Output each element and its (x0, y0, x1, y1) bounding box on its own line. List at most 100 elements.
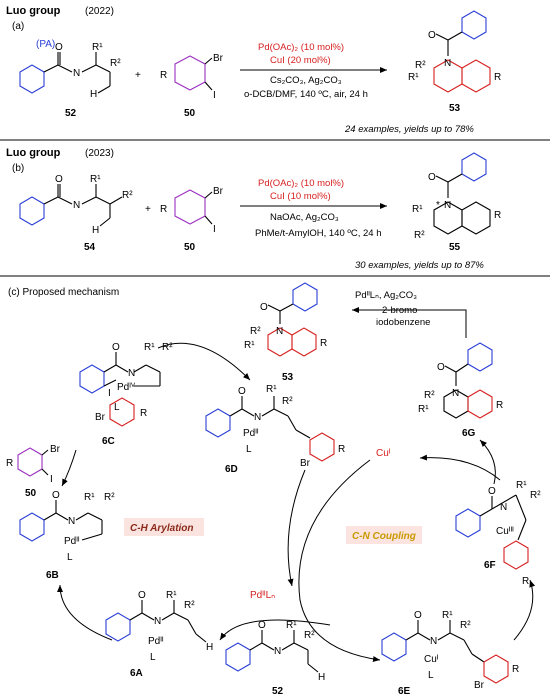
mech-52-r2: R² (304, 630, 315, 641)
reactant-54-structure (19, 184, 123, 227)
mech-6E-L: L (428, 670, 434, 681)
plus-b: + (145, 204, 151, 215)
arrow-6C-to-6D (157, 342, 251, 381)
section-b-tag: (b) (12, 163, 24, 174)
mech-6C-r2: R² (162, 342, 173, 353)
mech-6E-structure (381, 620, 509, 684)
amide-N-54: N (73, 200, 80, 211)
cu-i-species: Cuᴵ (376, 448, 391, 459)
mech-6D-r: R (338, 444, 345, 455)
r-50-b: R (160, 204, 167, 215)
cn-coupling-label: C-N Coupling (352, 531, 416, 542)
carbonyl-O-54: O (55, 174, 63, 185)
mech-6G-N: N (452, 388, 459, 399)
arrow-cu-to-6E (298, 459, 381, 662)
i-a: I (213, 90, 216, 101)
mech-6D-br: Br (300, 458, 311, 469)
cmpd-53-label: 53 (449, 103, 461, 114)
cond-b-solvent: PhMe/t-AmylOH, 140 ºC, 24 h (255, 228, 382, 239)
mech-52-N: N (274, 646, 281, 657)
r-53: R (494, 72, 501, 83)
mech-6G-O: O (437, 362, 445, 373)
mech-6D-r1: R¹ (266, 384, 277, 395)
ring-N-55: N (444, 200, 451, 211)
cond-b-catalyst: Pd(OAc)₂ (10 mol%) (258, 178, 344, 189)
r-55: R (494, 210, 501, 221)
mech-52-structure (225, 630, 319, 673)
arrow-6E-to-6F (513, 579, 536, 641)
mech-6A-label: 6A (130, 668, 143, 679)
section-a-year: (2022) (85, 6, 114, 17)
mech-6F-O: O (488, 486, 496, 497)
top-reagent-3: iodobenzene (376, 317, 430, 328)
mech-6F-r2: R² (530, 490, 541, 501)
cmpd-54-label: 54 (84, 242, 96, 253)
mech-6B-r1: R¹ (84, 492, 95, 503)
mech-6F-N: N (500, 502, 507, 513)
mech-6C-r: R (140, 408, 147, 419)
cond-a-catalyst: Pd(OAc)₂ (10 mol%) (258, 42, 344, 53)
mech-6B-structure (19, 500, 103, 542)
product-55-structure (433, 152, 491, 235)
mech-53-r1: R¹ (244, 340, 255, 351)
mech-6F-structure (455, 494, 529, 570)
ch-arylation-bg (124, 518, 204, 536)
mech-52-r1: R¹ (286, 620, 297, 631)
scope-a: 24 examples, yields up to 78% (344, 124, 474, 135)
mech-6E-O: O (414, 610, 422, 621)
mech-6B-N: N (68, 516, 75, 527)
mech-6D-structure (205, 396, 335, 462)
mech-6E-cu: Cuᴵ (424, 654, 439, 665)
mech-6C-pd: Pdᴵⱽ (117, 382, 136, 393)
amide-N-a: N (73, 68, 80, 79)
scope-b: 30 examples, yields up to 87% (355, 260, 484, 271)
r1-55: R¹ (412, 204, 423, 215)
cmpd-50-label-a: 50 (184, 108, 196, 119)
mech-6D-r2: R² (282, 396, 293, 407)
mech-6C-r1: R¹ (144, 342, 155, 353)
mech-6A-H: H (206, 642, 213, 653)
mech-6A-structure (105, 600, 207, 643)
mech-52-O: O (258, 620, 266, 631)
carbonyl-O-55: O (428, 172, 436, 183)
mech-6A-N: N (154, 616, 161, 627)
mech-6G-label: 6G (462, 428, 476, 439)
mechanism-title: (c) Proposed mechanism (8, 287, 119, 298)
mech-50-r: R (6, 458, 13, 469)
r2-a: R² (110, 58, 121, 69)
mech-6B-label: 6B (46, 570, 59, 581)
mech-6G-r: R (496, 400, 503, 411)
mech-50-structure (17, 447, 49, 477)
mech-6A-pd: Pdᴵᴵ (148, 636, 164, 647)
cond-a-base: Cs₂CO₃, Ag₂CO₃ (270, 75, 342, 86)
mech-6D-N: N (254, 412, 261, 423)
mech-6E-br: Br (474, 680, 485, 691)
pd-ii-species: PdᴵᴵLₙ (250, 590, 275, 601)
r1-54: R¹ (90, 174, 101, 185)
mech-53-O: O (260, 302, 268, 313)
product-53-structure (433, 10, 491, 93)
mech-6C-N: N (128, 368, 135, 379)
mech-6E-N: N (430, 636, 437, 647)
mech-6F-label: 6F (484, 560, 496, 571)
cond-b-base: NaOAc, Ag₂CO₃ (270, 212, 339, 223)
arrow-6G-to-53 (352, 307, 467, 338)
r-50-a: R (160, 70, 167, 81)
mech-50-br: Br (50, 444, 61, 455)
mech-6C-structure (79, 352, 161, 427)
br-b: Br (213, 186, 224, 197)
reactant-50-structure (174, 55, 213, 91)
mech-6C-I: I (108, 388, 111, 399)
reactant-52-structure (19, 52, 111, 94)
mech-6F-cu: Cuᴵᴵᴵ (496, 526, 514, 537)
mech-50-i: I (50, 474, 53, 485)
i-b: I (213, 224, 216, 235)
mech-53-N: N (276, 326, 283, 337)
cmpd-50-label-b: 50 (184, 242, 196, 253)
arrow-6F-to-6G (479, 439, 496, 485)
mech-53-structure (267, 282, 318, 357)
cond-a-solvent: o-DCB/DMF, 140 ºC, air, 24 h (244, 89, 368, 100)
top-reagent: PdᴵᴵLₙ, Ag₂CO₃ (355, 290, 417, 301)
mech-6C-O: O (112, 342, 120, 353)
star-55: * (436, 200, 440, 211)
